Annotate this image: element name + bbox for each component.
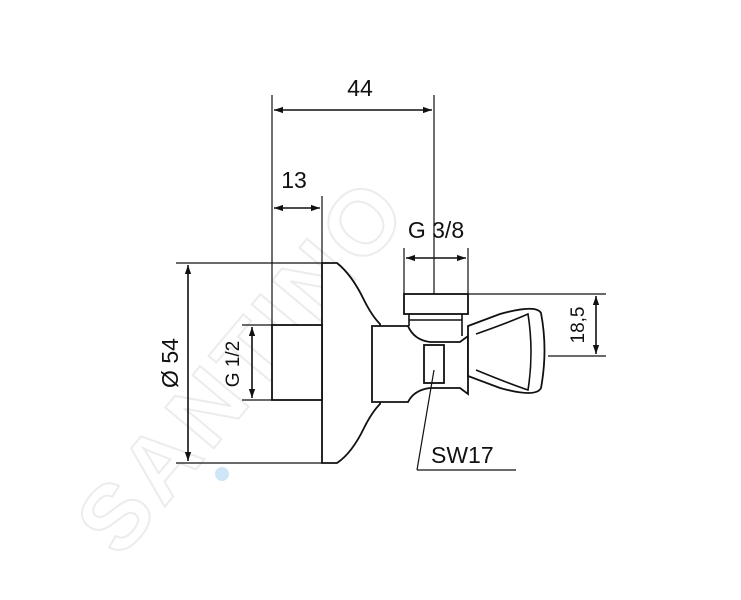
hex-spindle — [423, 344, 445, 384]
handle-ridge — [475, 312, 532, 392]
outlet-thread — [403, 293, 469, 315]
dim-inlet-thread-label: G 1/2 — [223, 341, 244, 387]
dimension-g38: G 3/8 — [403, 217, 469, 294]
valve-body — [371, 325, 469, 403]
dim-outlet-thread-label: G 3/8 — [408, 217, 464, 243]
wall-flange — [321, 262, 381, 464]
dimension-diameter: Ø 54 — [157, 262, 322, 464]
dimension-13: 13 — [274, 167, 323, 263]
leader-sw17: SW17 — [416, 369, 516, 471]
wrench-size-label: SW17 — [431, 442, 494, 468]
outlet-collar — [408, 314, 463, 336]
valve-handle — [467, 307, 546, 394]
dim-overall-label: 44 — [347, 75, 373, 101]
dim-handle-height-label: 18,5 — [568, 307, 589, 344]
watermark-dot — [215, 467, 229, 481]
dimension-g12: G 1/2 — [223, 324, 272, 401]
inlet-thread — [271, 324, 323, 401]
dimension-18-5: 18,5 — [468, 293, 606, 357]
dim-diameter-label: Ø 54 — [157, 338, 183, 388]
dim-thread-depth-label: 13 — [281, 167, 307, 193]
